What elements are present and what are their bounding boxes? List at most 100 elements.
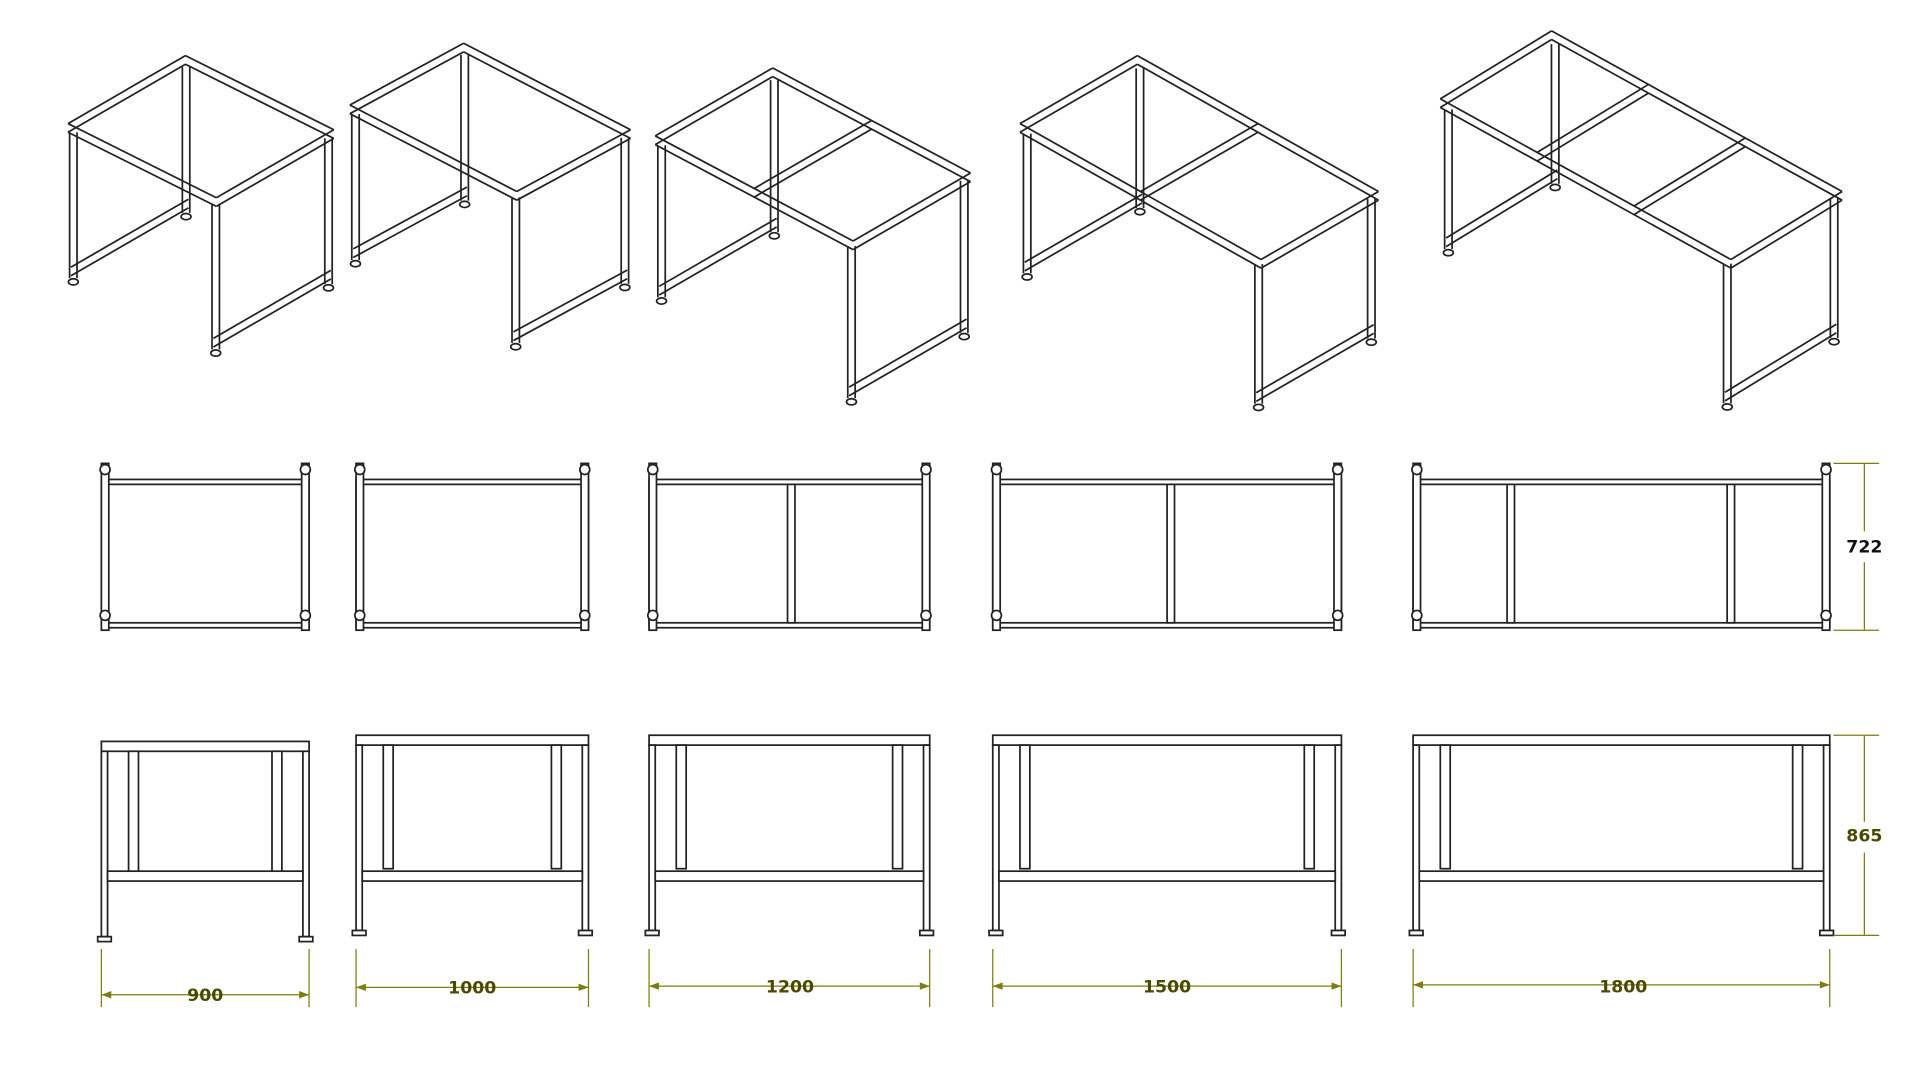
foot-stretcher — [352, 186, 468, 250]
width-label-1000: 1000 — [448, 979, 496, 999]
leveling-foot — [1442, 248, 1455, 257]
front-leg-right — [302, 750, 310, 938]
bolt-icon — [1331, 463, 1344, 476]
leveling-foot — [509, 342, 522, 351]
top-end-rail-left — [1412, 462, 1422, 632]
top-rail-back-edge — [463, 51, 631, 140]
foot-pad-right — [298, 935, 314, 943]
leveling-foot — [619, 283, 631, 292]
bolt-icon — [920, 609, 932, 622]
top-rail-back — [1136, 54, 1379, 193]
front-view-4 — [988, 734, 1346, 937]
top-end-left — [349, 42, 465, 106]
front-stretcher — [1418, 870, 1825, 882]
front-top-rail — [648, 734, 931, 746]
front-post-right — [1303, 744, 1316, 870]
isometric-frame-2 — [349, 42, 631, 351]
front-top-rail — [991, 734, 1343, 746]
bolt-icon — [353, 609, 366, 622]
top-end-rail-left — [355, 462, 365, 632]
top-divider-edge — [753, 128, 873, 198]
bolt-icon — [1411, 463, 1423, 476]
front-leg-right — [922, 744, 931, 932]
top-end-left-edge — [349, 51, 465, 115]
front-leg-left — [100, 750, 109, 938]
top-end-right — [1730, 190, 1843, 261]
bolt-icon — [299, 609, 312, 622]
front-post-left — [127, 750, 140, 876]
foot-pad-left — [351, 929, 367, 937]
top-end-right — [852, 172, 971, 242]
foot-stretcher — [658, 217, 778, 288]
foot-pad-left — [96, 935, 113, 943]
isometric-frame-4 — [1019, 54, 1379, 412]
foot-stretcher-edge — [658, 226, 778, 296]
front-leg-left — [991, 744, 1000, 932]
isometric-frame-1 — [67, 54, 335, 357]
leveling-foot — [180, 212, 192, 221]
top-end-left — [654, 67, 774, 137]
width-label-900: 900 — [187, 986, 223, 1006]
front-post-right — [550, 744, 563, 870]
foot-pad-right — [1818, 929, 1835, 937]
bolt-icon — [99, 463, 111, 476]
leveling-foot — [67, 277, 80, 286]
foot-pad-right — [918, 929, 935, 937]
top-rail-front-edge — [67, 131, 217, 208]
top-divider — [1633, 137, 1746, 207]
top-end-right-edge — [215, 137, 335, 208]
top-inner-frame — [1417, 483, 1826, 624]
foot-stretcher-edge — [352, 194, 468, 259]
foot-stretcher — [212, 269, 332, 340]
top-end-right — [516, 128, 631, 193]
leveling-foot — [209, 349, 222, 357]
top-inner-frame — [105, 483, 305, 624]
top-view-1 — [99, 462, 312, 632]
front-top-rail — [355, 734, 590, 746]
front-top-rail — [100, 740, 310, 753]
top-rail-back-edge — [185, 63, 335, 140]
top-divider — [1726, 483, 1736, 624]
isometric-frame-5 — [1439, 30, 1843, 411]
bolt-icon — [1820, 609, 1832, 622]
foot-stretcher-edge — [1024, 202, 1143, 272]
front-post-right — [271, 750, 283, 876]
top-divider — [753, 119, 873, 190]
front-leg-right — [1822, 744, 1831, 932]
foot-pad-left — [644, 929, 660, 937]
top-end-rail-right — [580, 462, 590, 632]
top-divider — [1166, 483, 1176, 624]
top-rail-back-edge — [1136, 63, 1379, 201]
top-end-right-edge — [852, 180, 971, 251]
foot-stretcher — [1255, 323, 1375, 394]
bolt-icon — [990, 609, 1003, 622]
bolt-icon — [646, 609, 659, 622]
top-rail-front-edge — [1019, 131, 1262, 269]
bolt-icon — [1411, 609, 1423, 622]
top-end-left — [67, 54, 186, 125]
front-view-1 — [96, 740, 314, 943]
top-view-3 — [646, 462, 932, 632]
leveling-foot — [1549, 183, 1561, 192]
depth-label: 722 — [1846, 537, 1882, 557]
foot-stretcher — [1445, 169, 1558, 239]
foot-pad-left — [988, 929, 1004, 937]
leveling-foot — [349, 259, 362, 268]
top-rail-front — [1439, 98, 1732, 261]
front-views — [96, 734, 1835, 943]
leveling-foot — [1828, 337, 1840, 346]
foot-stretcher — [1724, 323, 1837, 393]
front-view-2 — [351, 734, 594, 937]
width-label-1200: 1200 — [766, 977, 814, 997]
top-rail-front — [349, 104, 518, 193]
isometric-views — [67, 30, 1843, 412]
foot-pad-right — [1330, 929, 1346, 937]
foot-stretcher-edge — [1724, 332, 1837, 402]
dimension-lines — [100, 462, 1880, 1008]
top-views — [99, 462, 1832, 632]
bolt-icon — [1820, 463, 1832, 476]
top-rail-back — [463, 42, 631, 131]
top-divider — [1140, 122, 1259, 193]
top-end-right-edge — [1730, 199, 1843, 269]
